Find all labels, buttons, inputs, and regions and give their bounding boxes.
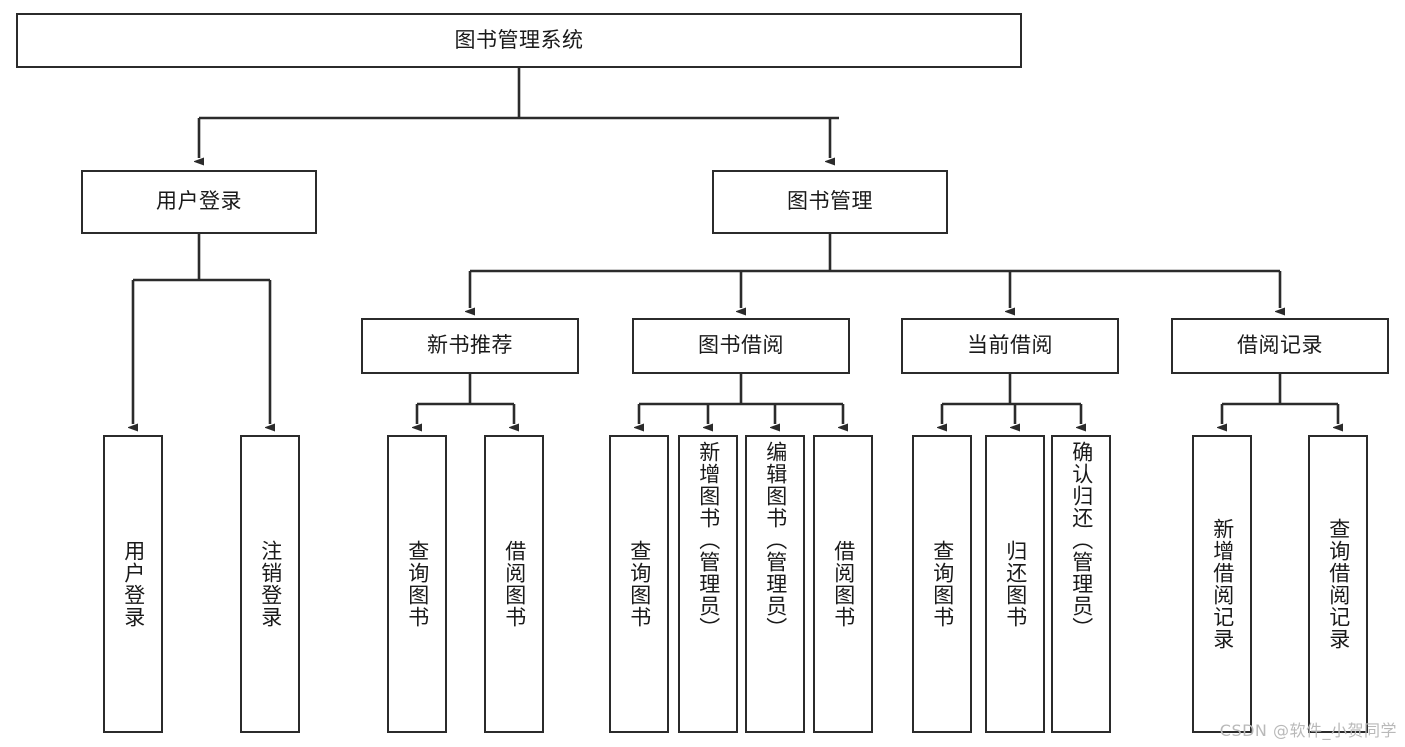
node-leaf-query-book-3[interactable]: 查询图书 [912,435,972,733]
node-leaf-query-book-1[interactable]: 查询图书 [387,435,447,733]
node-borrow-record-label: 借阅记录 [1237,333,1323,358]
node-leaf-edit-book-admin-label: 编辑图书（管理员） [763,441,788,639]
csdn-watermark: CSDN @软件_小贺同学 [1219,721,1397,740]
node-book-management-label: 图书管理 [787,189,873,214]
node-current-borrow-label: 当前借阅 [967,333,1053,358]
node-root-label: 图书管理系统 [454,27,584,52]
node-leaf-add-book-admin-label: 新增图书（管理员） [696,441,721,639]
node-leaf-edit-book-admin[interactable]: 编辑图书（管理员） [745,435,805,733]
node-leaf-return-book[interactable]: 归还图书 [985,435,1045,733]
node-leaf-query-book-2[interactable]: 查询图书 [609,435,669,733]
node-leaf-confirm-return-admin[interactable]: 确认归还（管理员） [1051,435,1111,733]
node-user-login[interactable]: 用户登录 [81,170,317,234]
node-user-login-label: 用户登录 [156,189,242,214]
node-leaf-user-login-label: 用户登录 [121,540,146,628]
node-leaf-confirm-return-admin-label: 确认归还（管理员） [1069,441,1094,639]
node-root-system[interactable]: 图书管理系统 [16,13,1022,68]
node-new-book-recommend-label: 新书推荐 [427,333,513,358]
node-leaf-borrow-book-2[interactable]: 借阅图书 [813,435,873,733]
node-current-borrow[interactable]: 当前借阅 [901,318,1119,374]
node-leaf-add-borrow-record[interactable]: 新增借阅记录 [1192,435,1252,733]
node-book-borrow[interactable]: 图书借阅 [632,318,850,374]
node-leaf-add-borrow-record-label: 新增借阅记录 [1210,518,1235,650]
node-leaf-borrow-book-2-label: 借阅图书 [831,540,856,628]
node-leaf-query-book-3-label: 查询图书 [930,540,955,628]
node-leaf-borrow-book-1-label: 借阅图书 [502,540,527,628]
node-leaf-add-book-admin[interactable]: 新增图书（管理员） [678,435,738,733]
node-book-management[interactable]: 图书管理 [712,170,948,234]
node-borrow-record[interactable]: 借阅记录 [1171,318,1389,374]
node-leaf-logout-login[interactable]: 注销登录 [240,435,300,733]
node-leaf-query-book-2-label: 查询图书 [627,540,652,628]
node-leaf-logout-login-label: 注销登录 [258,540,283,628]
node-new-book-recommend[interactable]: 新书推荐 [361,318,579,374]
node-leaf-query-book-1-label: 查询图书 [405,540,430,628]
node-book-borrow-label: 图书借阅 [698,333,784,358]
node-leaf-return-book-label: 归还图书 [1003,540,1028,628]
node-leaf-user-login[interactable]: 用户登录 [103,435,163,733]
node-leaf-query-borrow-record-label: 查询借阅记录 [1326,518,1351,650]
node-leaf-borrow-book-1[interactable]: 借阅图书 [484,435,544,733]
node-leaf-query-borrow-record[interactable]: 查询借阅记录 [1308,435,1368,733]
